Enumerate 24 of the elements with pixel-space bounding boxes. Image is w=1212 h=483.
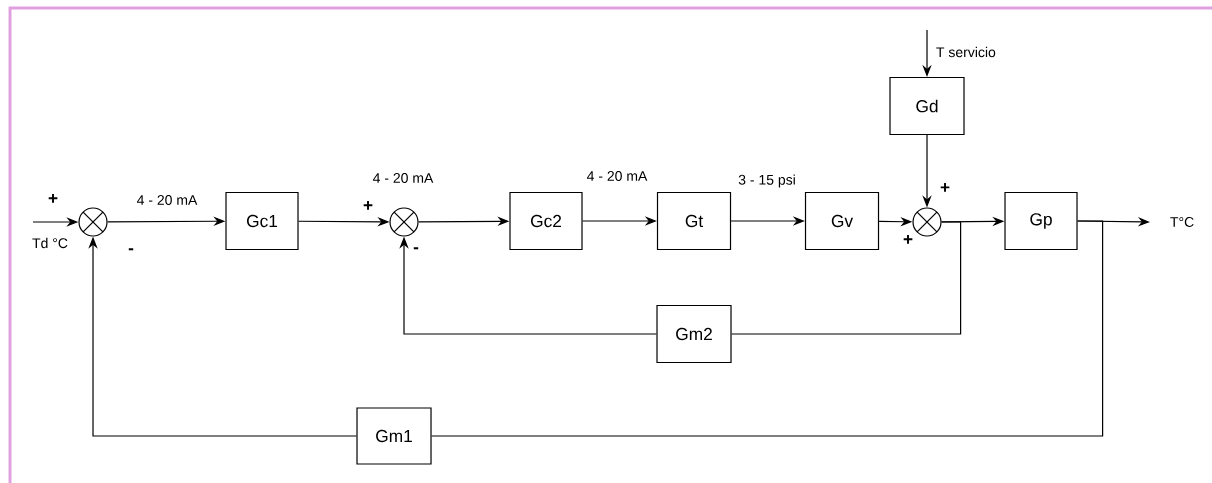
summing-junction: [912, 207, 942, 237]
edge-label: 4 - 20 mA: [371, 171, 435, 185]
block-box: Gm1: [356, 407, 432, 465]
edge-label: Td °C: [30, 236, 70, 250]
block-box: Gv: [804, 191, 880, 251]
summing-junction: [389, 207, 419, 237]
summing-junction: [78, 207, 108, 237]
sign-label: +: [363, 200, 373, 210]
edge-label: 4 - 20 mA: [585, 169, 649, 183]
edge-label: T servicio: [934, 45, 998, 59]
block-box: Gc2: [509, 191, 583, 251]
edge-label: T°C: [1168, 215, 1196, 229]
sign-label: +: [48, 193, 58, 203]
sign-label: -: [413, 247, 419, 250]
block-box: Gd: [889, 76, 965, 136]
block-box: Gt: [656, 191, 732, 251]
edge-label: 4 - 20 mA: [135, 193, 199, 207]
edge-label: 3 - 15 psi: [736, 173, 798, 189]
sign-label: +: [940, 182, 950, 192]
block-box: Gp: [1004, 191, 1078, 251]
block-box: Gc1: [225, 191, 299, 251]
sign-label: +: [903, 234, 913, 244]
block-box: Gm2: [656, 304, 732, 364]
sign-label: -: [128, 248, 134, 251]
